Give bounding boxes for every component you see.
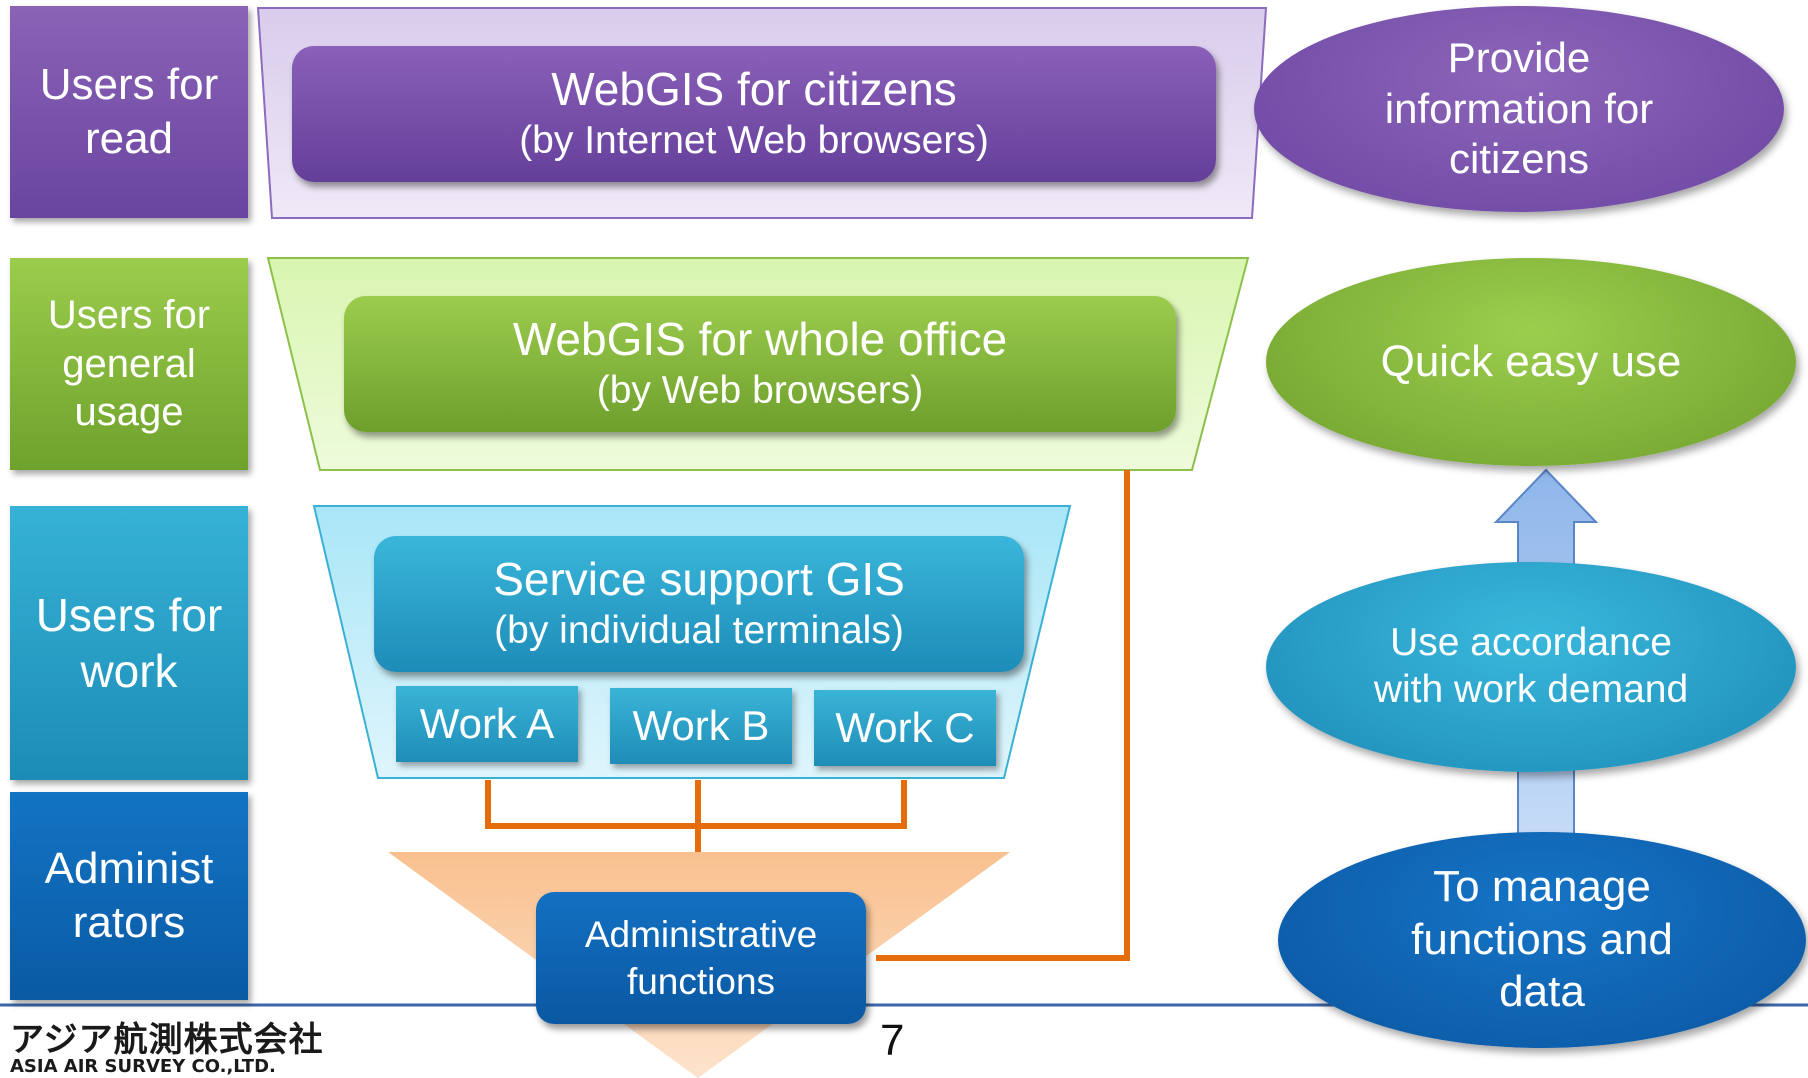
work-demand-ellipse: Use accordance with work demand <box>1266 562 1796 772</box>
webgis-office-title: WebGIS for whole office <box>512 313 1008 366</box>
webgis-office-box: WebGIS for whole office (by Web browsers… <box>344 296 1176 432</box>
manage-functions-ellipse: To manage functions and data <box>1278 832 1806 1048</box>
company-name-jp: アジア航測株式会社 <box>10 1020 324 1060</box>
administrative-functions-label: Administrative functions <box>584 913 818 1002</box>
office-admin-connector <box>876 470 1130 961</box>
page-number: 7 <box>880 1016 905 1065</box>
work-c-box: Work C <box>814 690 996 766</box>
work-a-box: Work A <box>396 686 578 762</box>
work-b-box: Work B <box>610 688 792 764</box>
administrative-functions-box: Administrative functions <box>536 892 866 1024</box>
administrators-label: Administ rators <box>10 792 248 1000</box>
webgis-office-subtitle: (by Web browsers) <box>596 369 924 413</box>
company-logo: アジア航測株式会社 ASIA AIR SURVEY CO.,LTD. <box>0 1012 380 1078</box>
service-support-title: Service support GIS <box>493 553 905 606</box>
users-general-label: Users for general usage <box>10 258 248 470</box>
webgis-citizens-title: WebGIS for citizens <box>551 63 957 116</box>
webgis-citizens-subtitle: (by Internet Web browsers) <box>519 119 989 163</box>
users-read-label: Users for read <box>10 6 248 218</box>
users-work-label: Users for work <box>10 506 248 780</box>
webgis-citizens-box: WebGIS for citizens (by Internet Web bro… <box>292 46 1216 182</box>
work-connectors <box>485 780 907 852</box>
company-name-en: ASIA AIR SURVEY CO.,LTD. <box>10 1056 276 1077</box>
service-support-box: Service support GIS (by individual termi… <box>374 536 1024 672</box>
provide-info-ellipse: Provide information for citizens <box>1254 6 1784 212</box>
service-support-subtitle: (by individual terminals) <box>494 609 904 653</box>
quick-easy-use-ellipse: Quick easy use <box>1266 258 1796 466</box>
